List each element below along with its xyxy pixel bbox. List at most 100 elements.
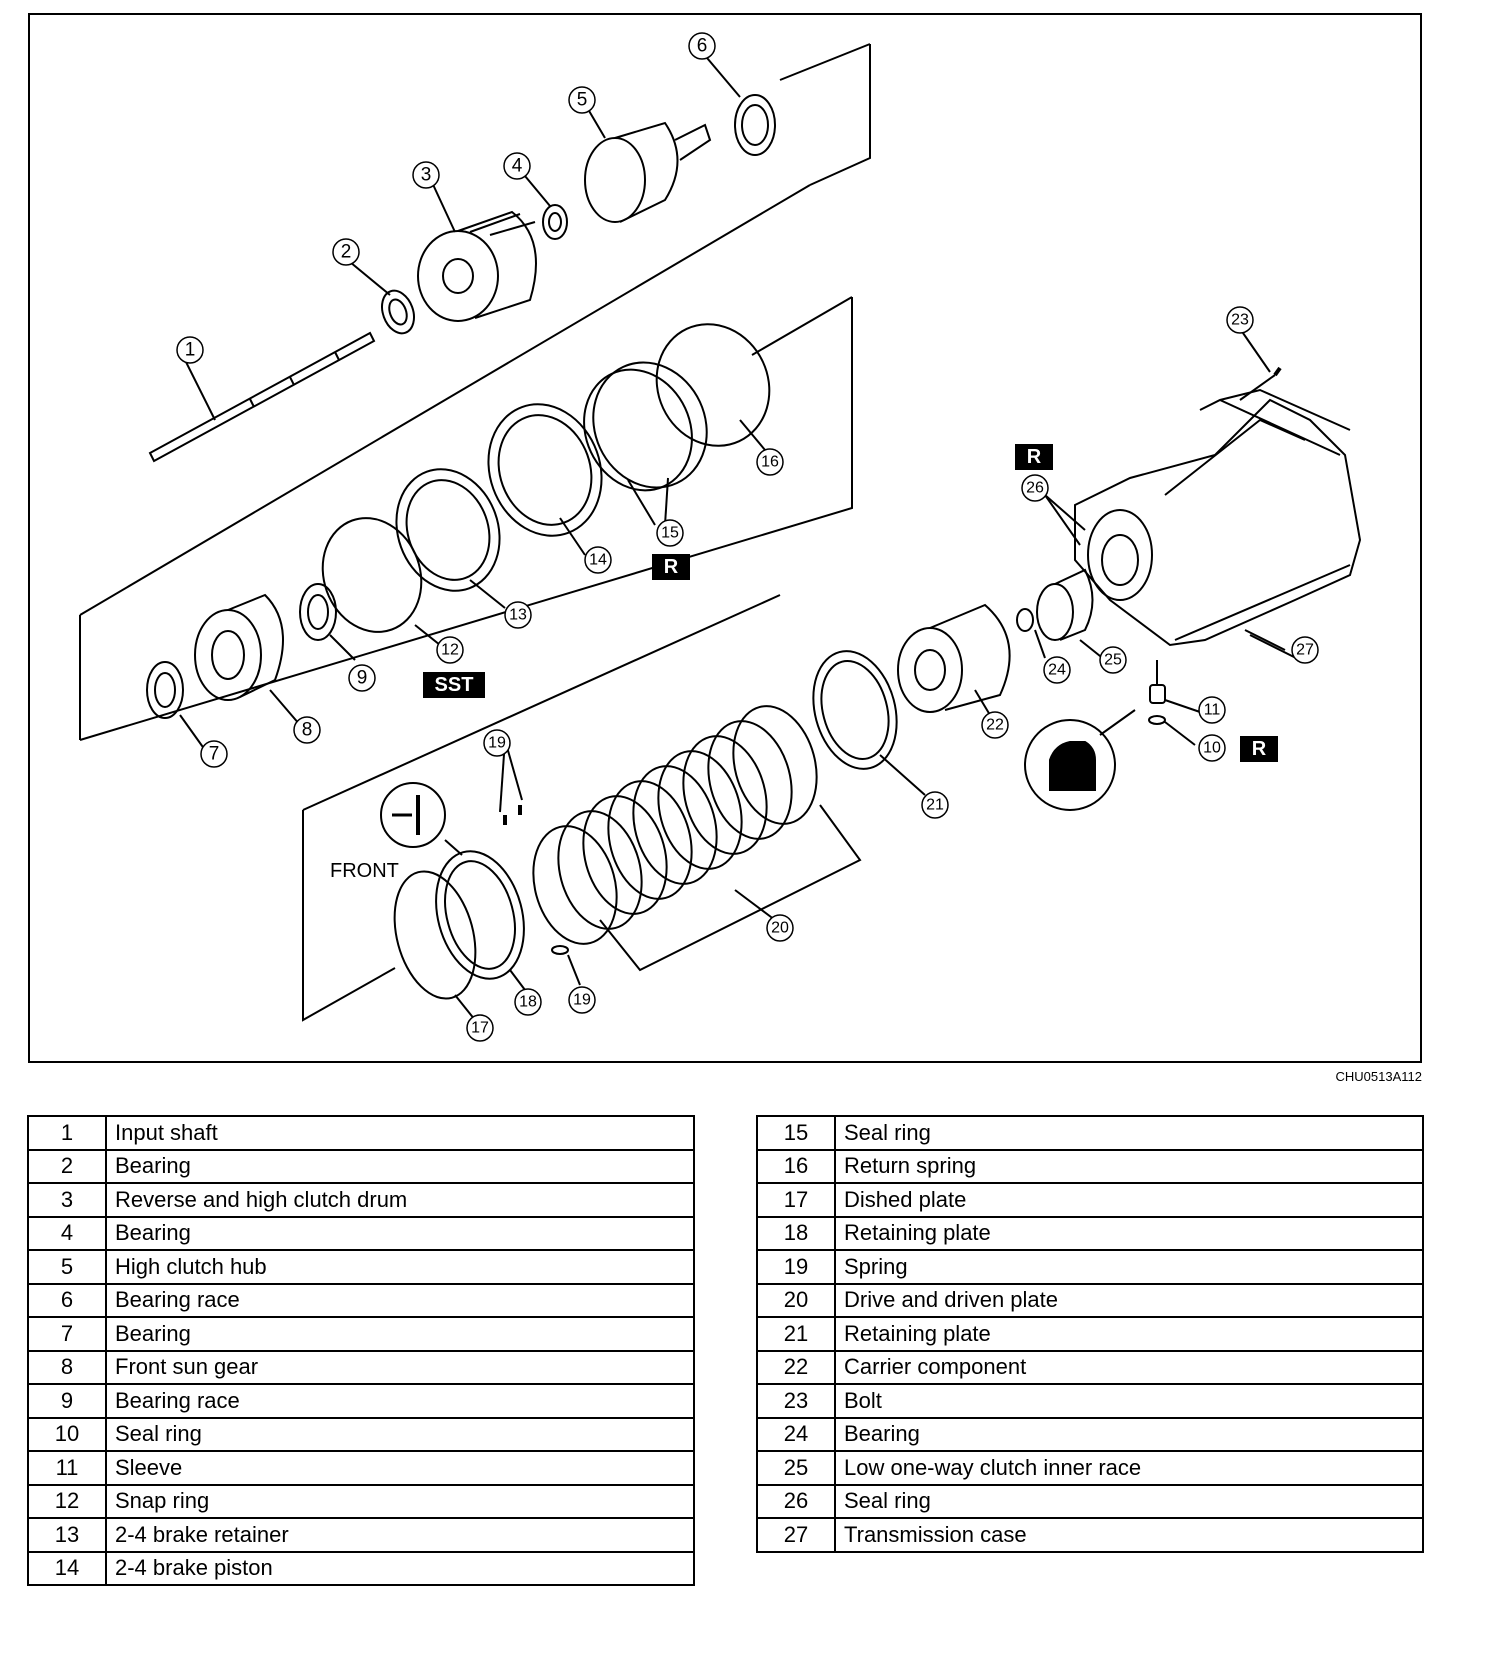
part-number: 9 [27,1383,107,1419]
part-high-clutch-hub [584,121,712,223]
callout-circle-26 [1021,474,1049,502]
part-brake-retainer [395,468,501,592]
callout-1: 1 [185,340,196,361]
group-outline-lower-top [302,594,781,811]
part-spring-19b [551,945,569,955]
group-outline-top [809,44,871,186]
part-clutch-pack [532,705,862,972]
figure-code: CHU0513A112 [1335,1069,1422,1084]
callout-4: 4 [512,156,523,177]
tag-r-26: R [1015,444,1053,470]
part-bearing-7 [146,661,184,719]
part-number: 20 [756,1282,836,1318]
svg-text:R: R [1252,738,1267,760]
callout-12: 12 [441,642,459,659]
svg-text:R: R [664,556,679,578]
part-carrier-component [897,603,1011,713]
callout-8: 8 [302,720,313,741]
callout-circle-18 [514,988,542,1016]
part-number: 22 [756,1349,836,1385]
part-name: Low one-way clutch inner race [834,1450,1424,1486]
callout-circle-11 [1198,696,1226,724]
callout-13: 13 [509,607,527,624]
part-number: 2 [27,1148,107,1184]
part-clutch-drum [417,210,537,322]
part-number: 15 [756,1115,836,1151]
part-number: 3 [27,1182,107,1218]
part-name: Dished plate [834,1182,1424,1218]
part-number: 7 [27,1316,107,1352]
part-bearing-race-9 [299,583,337,641]
callout-circle-7 [200,740,228,768]
callout-circle-13 [504,601,532,629]
callout-16: 16 [761,454,779,471]
part-number: 13 [27,1517,107,1553]
part-name: Input shaft [105,1115,695,1151]
part-retaining-plate-18 [435,850,525,980]
part-number: 16 [756,1148,836,1184]
part-number: 1 [27,1115,107,1151]
callout-circle-9 [348,664,376,692]
part-number: 21 [756,1316,836,1352]
callout-circle-17 [466,1014,494,1042]
group-outline-lower [302,810,396,1022]
part-name: Bearing race [105,1282,695,1318]
part-name: Spring [834,1249,1424,1285]
part-number: 12 [27,1483,107,1519]
callout-19b: 19 [573,992,591,1009]
callout-circle-22 [981,711,1009,739]
callout-circle-12 [436,636,464,664]
part-return-spring [655,323,771,447]
part-seal-ring-10 [1148,715,1166,725]
callout-circle-2 [332,238,360,266]
part-name: Return spring [834,1148,1424,1184]
part-input-shaft [148,331,376,463]
part-dished-plate [393,870,477,1000]
part-bolt [1239,366,1282,401]
callout-21: 21 [926,797,944,814]
part-name: Sleeve [105,1450,695,1486]
callout-circle-1 [176,336,204,364]
part-seal-ring-15b [592,361,708,489]
part-number: 11 [27,1450,107,1486]
part-number: 6 [27,1282,107,1318]
callout-circle-16 [756,448,784,476]
exploded-diagram-frame [28,13,1422,1063]
part-name: Bearing [105,1215,695,1251]
svg-text:SST: SST [435,674,474,696]
part-sleeve [1149,684,1166,704]
part-name: High clutch hub [105,1249,695,1285]
part-name: Bearing [105,1316,695,1352]
callout-circle-6 [688,32,716,60]
callout-circle-3 [412,161,440,189]
front-label: FRONT [330,860,399,882]
callout-9: 9 [357,668,368,689]
part-name: Front sun gear [105,1349,695,1385]
callout-circle-25 [1099,646,1127,674]
part-name: Bearing [105,1148,695,1184]
callout-7: 7 [209,744,220,765]
part-number: 17 [756,1182,836,1218]
callout-14: 14 [589,552,607,569]
part-number: 27 [756,1517,836,1553]
tag-sst: SST [423,672,485,698]
detail-view-circle [1024,719,1116,811]
callout-27: 27 [1296,642,1314,659]
part-number: 23 [756,1383,836,1419]
callout-25: 25 [1104,652,1122,669]
callout-18: 18 [519,994,537,1011]
